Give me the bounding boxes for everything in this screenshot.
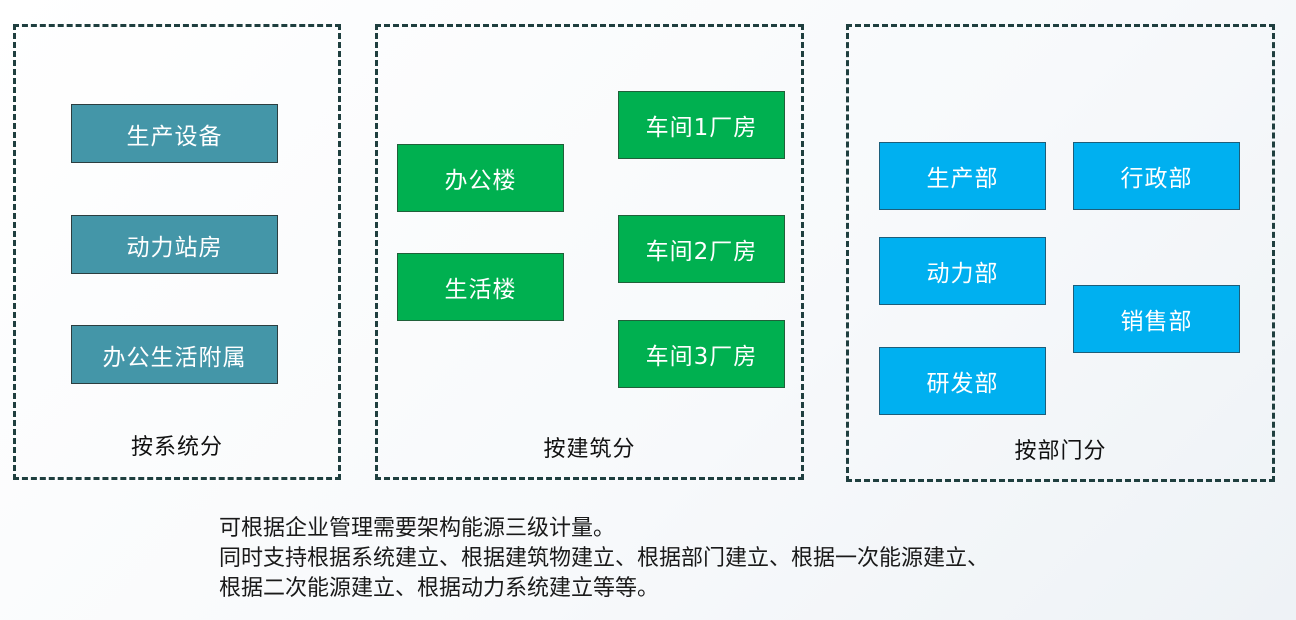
description-line-3: 根据二次能源建立、根据动力系统建立等等。 — [219, 576, 660, 601]
description-line-2: 同时支持根据系统建立、根据建筑物建立、根据部门建立、根据一次能源建立、 — [219, 546, 990, 571]
group-label-department: 按部门分 — [1014, 439, 1107, 464]
node-production-dept: 生产部 — [879, 142, 1046, 210]
node-workshop-3: 车间3厂房 — [618, 320, 785, 388]
group-label-system: 按系统分 — [130, 435, 223, 460]
group-by-department: 生产部 动力部 研发部 行政部 销售部 按部门分 — [846, 24, 1275, 482]
node-production-equipment: 生产设备 — [71, 104, 278, 163]
node-admin-dept: 行政部 — [1073, 142, 1240, 210]
node-rnd-dept: 研发部 — [879, 347, 1046, 415]
group-by-system: 生产设备 动力站房 办公生活附属 按系统分 — [13, 24, 341, 480]
node-living-building: 生活楼 — [397, 253, 564, 321]
node-office-living-auxiliary: 办公生活附属 — [71, 325, 278, 384]
group-label-building: 按建筑分 — [543, 437, 636, 462]
node-office-building: 办公楼 — [397, 144, 564, 212]
node-workshop-1: 车间1厂房 — [618, 91, 785, 159]
group-by-building: 办公楼 生活楼 车间1厂房 车间2厂房 车间3厂房 按建筑分 — [375, 24, 804, 480]
description-text: 可根据企业管理需要架构能源三级计量。 同时支持根据系统建立、根据建筑物建立、根据… — [219, 514, 989, 604]
node-power-dept: 动力部 — [879, 237, 1046, 305]
node-sales-dept: 销售部 — [1073, 285, 1240, 353]
description-line-1: 可根据企业管理需要架构能源三级计量。 — [219, 516, 616, 541]
node-workshop-2: 车间2厂房 — [618, 215, 785, 283]
node-power-station: 动力站房 — [71, 215, 278, 274]
